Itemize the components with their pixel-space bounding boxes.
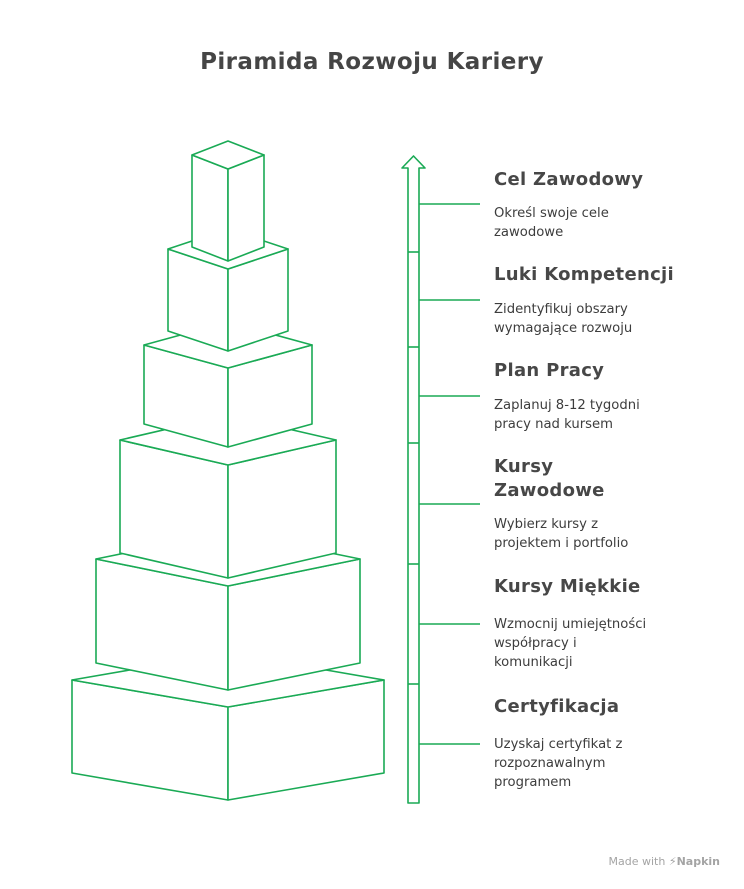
watermark-brand: Napkin bbox=[676, 855, 720, 868]
step-title-plan-pracy: Plan Pracy bbox=[494, 360, 605, 381]
step-title-luki-kompetencji: Luki Kompetencji bbox=[494, 264, 674, 285]
progress-arrow bbox=[401, 155, 426, 804]
arrow-ticks bbox=[408, 251, 419, 685]
step-desc-certyfikacja: Uzyskaj certyfikat z rozpoznawalnym prog… bbox=[494, 737, 623, 790]
step-connectors bbox=[419, 203, 480, 745]
step-desc-kursy-zawodowe: Wybierz kursy z projektem i portfolio bbox=[494, 517, 629, 551]
step-title-kursy-zawodowe: Kursy Zawodowe bbox=[494, 456, 605, 501]
block-cel-zawodowy-left-face bbox=[191, 154, 229, 262]
block-cel-zawodowy-right-face bbox=[227, 154, 265, 262]
diagram-title: Piramida Rozwoju Kariery bbox=[200, 49, 544, 75]
napkin-logo-icon: ⚡ bbox=[668, 855, 677, 868]
step-desc-kursy-miekkie: Wzmocnij umiejętności współpracy i komun… bbox=[494, 617, 647, 670]
step-desc-cel-zawodowy: Określ swoje cele zawodowe bbox=[494, 206, 609, 240]
arrow-outline bbox=[401, 155, 426, 804]
watermark-prefix: Made with bbox=[608, 855, 666, 868]
step-title-certyfikacja: Certyfikacja bbox=[494, 696, 620, 717]
step-title-cel-zawodowy: Cel Zawodowy bbox=[494, 169, 644, 190]
block-cel-zawodowy bbox=[191, 140, 265, 262]
watermark: Made with ⚡Napkin bbox=[609, 855, 720, 868]
pyramid-blocks bbox=[71, 140, 385, 801]
step-desc-luki-kompetencji: Zidentyfikuj obszary wymagające rozwoju bbox=[494, 302, 633, 336]
block-cel-zawodowy-top-face bbox=[191, 140, 265, 170]
step-title-kursy-miekkie: Kursy Miękkie bbox=[494, 576, 641, 597]
step-desc-plan-pracy: Zaplanuj 8-12 tygodni pracy nad kursem bbox=[494, 398, 640, 432]
